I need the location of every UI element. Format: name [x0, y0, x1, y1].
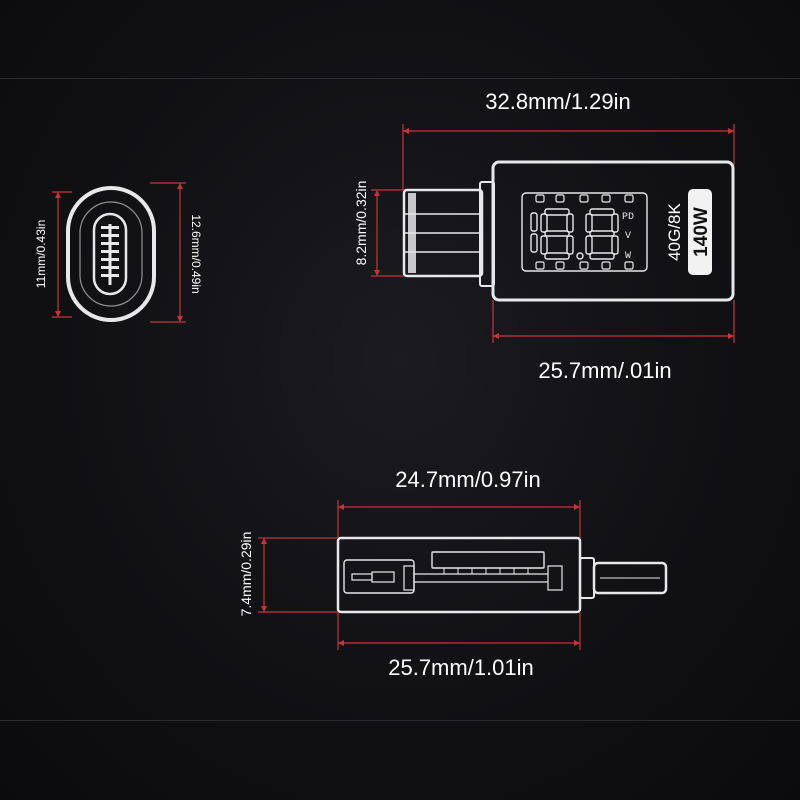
- side-view: 24.7mm/0.97in: [238, 467, 668, 680]
- usbc-plug-side: [592, 561, 668, 595]
- usbc-pin: [101, 274, 119, 277]
- side-body-length-label: 25.7mm/1.01in: [388, 655, 534, 680]
- front-outer-shell: [66, 186, 156, 322]
- display-bumps: [535, 194, 634, 270]
- display-frame: [521, 192, 648, 272]
- plug-collar-side: [579, 557, 595, 599]
- side-inner-length-label: 24.7mm/0.97in: [395, 467, 541, 492]
- usbc-pins: [101, 226, 119, 277]
- usbc-port-opening: [92, 212, 128, 296]
- usbc-pin: [101, 234, 119, 237]
- front-inner-shell: [79, 201, 143, 307]
- front-height-label: 12.6mm/0.49in: [189, 214, 203, 293]
- power-badge: [688, 189, 712, 275]
- power-badge-label: 140W: [691, 207, 712, 257]
- top-plug-width-label: 8.2mm/0.32in: [353, 181, 369, 266]
- side-height-label: 7.4mm/0.29in: [238, 532, 254, 617]
- usbc-pin: [101, 250, 119, 253]
- pcb-display-module: [431, 551, 545, 569]
- pcb-components: [443, 568, 529, 574]
- usbc-pin: [101, 226, 119, 229]
- spec-label: 40G/8K: [665, 203, 684, 261]
- usbc-pin: [101, 242, 119, 245]
- volt-label: V: [625, 231, 631, 242]
- front-view: 11mm/0.43in 12.6mm/0.49in: [34, 182, 203, 323]
- front-width-label: 11mm/0.43in: [34, 220, 48, 288]
- top-body-length-label: 25.7mm/.01in: [538, 358, 671, 383]
- seven-segment-digits: [530, 208, 619, 260]
- top-total-length-label: 32.8mm/1.29in: [485, 89, 631, 114]
- usbc-pin: [101, 266, 119, 269]
- top-band-line: [0, 78, 800, 79]
- adapter-body-side: [336, 536, 582, 614]
- bottom-band-line: [0, 720, 800, 721]
- usbc-pin: [101, 258, 119, 261]
- pd-label: PD: [622, 212, 634, 223]
- watt-label: W: [625, 251, 631, 262]
- top-view: 32.8mm/1.29in 8.2mm/0.32in: [353, 89, 735, 383]
- adapter-body-top: [491, 160, 735, 302]
